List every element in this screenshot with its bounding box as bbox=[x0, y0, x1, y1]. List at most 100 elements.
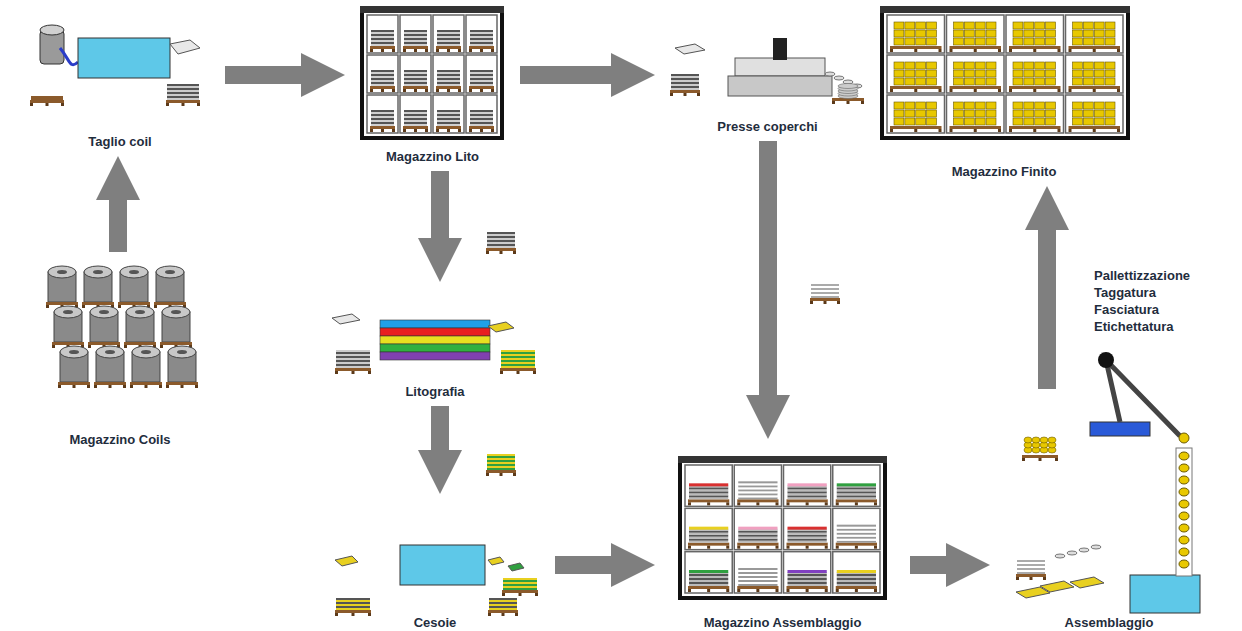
sheet-layer bbox=[437, 36, 460, 38]
pallet-foot bbox=[58, 385, 61, 388]
process-station: Magazzino Assemblaggio bbox=[661, 445, 904, 631]
pallet-foot bbox=[1030, 577, 1033, 580]
sheet-layer bbox=[738, 483, 777, 485]
coil-strip bbox=[60, 48, 78, 65]
sheet-layer bbox=[689, 576, 728, 578]
sheet-layer bbox=[788, 537, 827, 539]
held-can bbox=[1179, 433, 1189, 443]
rack-cell bbox=[947, 55, 1005, 93]
sheet-layer bbox=[31, 96, 63, 98]
pallet-foot bbox=[890, 49, 893, 52]
sheet-layer bbox=[811, 294, 839, 296]
pallet-foot bbox=[1043, 577, 1046, 580]
sheet-layer bbox=[788, 539, 827, 541]
sheet-layer bbox=[470, 30, 493, 32]
can bbox=[964, 62, 974, 69]
sheet-layer bbox=[738, 582, 777, 584]
pallet-foot bbox=[159, 385, 162, 388]
can bbox=[894, 118, 904, 125]
pallet-top bbox=[890, 46, 942, 49]
sheet-layer bbox=[487, 238, 515, 240]
sheet-layer bbox=[501, 362, 535, 364]
pallet-foot bbox=[890, 129, 893, 132]
station-label: Cesoie bbox=[321, 615, 549, 631]
sheet-layer bbox=[167, 84, 199, 86]
pallet-foot bbox=[335, 613, 338, 616]
pallet-foot bbox=[425, 129, 428, 132]
pallet-foot bbox=[737, 502, 740, 505]
station-label: Presse coperchi bbox=[661, 119, 874, 135]
pallet-foot bbox=[707, 546, 710, 549]
sheet-layer bbox=[336, 354, 370, 356]
can bbox=[986, 110, 996, 117]
can bbox=[1024, 118, 1034, 125]
sheet-layer bbox=[489, 598, 517, 600]
pallet-top bbox=[58, 382, 90, 385]
can bbox=[1046, 102, 1056, 109]
can bbox=[1094, 62, 1104, 69]
sheet-layer bbox=[689, 539, 728, 541]
can bbox=[1179, 500, 1189, 508]
can bbox=[1073, 38, 1083, 45]
sheet-layer bbox=[371, 44, 394, 46]
sheet-layer bbox=[788, 497, 827, 499]
pallet-foot bbox=[500, 251, 503, 254]
sheet-layer bbox=[1017, 568, 1045, 570]
can bbox=[1024, 22, 1034, 29]
pallet-foot bbox=[403, 49, 406, 52]
robot-arm bbox=[1106, 360, 1180, 436]
pallet-top bbox=[335, 610, 371, 613]
sheet-layer bbox=[837, 574, 876, 576]
pallet-foot bbox=[776, 589, 779, 592]
rack-cell bbox=[833, 552, 880, 593]
pallet-foot bbox=[756, 502, 759, 505]
pallet-foot bbox=[855, 546, 858, 549]
can bbox=[1013, 30, 1023, 37]
sheet-layer bbox=[738, 568, 777, 570]
pallet-foot bbox=[1039, 458, 1042, 461]
sheet-layer bbox=[788, 574, 827, 576]
sheet-layer bbox=[689, 578, 728, 580]
pallet-foot bbox=[480, 49, 483, 52]
pallet-foot bbox=[836, 589, 839, 592]
sheet-layer bbox=[371, 120, 394, 122]
can bbox=[1035, 78, 1045, 85]
pallet-foot bbox=[436, 89, 439, 92]
can bbox=[1024, 62, 1034, 69]
can bbox=[905, 78, 915, 85]
pallet-foot bbox=[1009, 89, 1012, 92]
sheet-layer bbox=[470, 72, 493, 74]
sheet-layer bbox=[788, 491, 827, 493]
can bbox=[1094, 70, 1104, 77]
pallet-foot bbox=[145, 385, 148, 388]
lid bbox=[825, 72, 835, 76]
can bbox=[1073, 118, 1083, 125]
pallet-foot bbox=[684, 93, 687, 96]
station-label: Magazzino Coils bbox=[31, 432, 209, 448]
sheet-layer bbox=[837, 584, 876, 586]
pallet-top bbox=[370, 46, 395, 49]
sheet-layer bbox=[671, 76, 699, 78]
pallet-top bbox=[890, 86, 942, 89]
can bbox=[954, 110, 964, 117]
can bbox=[1179, 536, 1189, 544]
can bbox=[905, 62, 915, 69]
can bbox=[905, 38, 915, 45]
can bbox=[954, 22, 964, 29]
sheet-layer bbox=[336, 358, 370, 360]
can bbox=[905, 70, 915, 77]
coil-face bbox=[126, 306, 154, 318]
pallet-top bbox=[403, 86, 428, 89]
sheet-layer bbox=[671, 82, 699, 84]
rack-frame bbox=[362, 8, 502, 138]
sheet-layer bbox=[336, 362, 370, 364]
sheet-layer bbox=[837, 487, 876, 489]
can bbox=[1179, 560, 1189, 568]
can bbox=[927, 38, 937, 45]
rack-cell bbox=[1006, 15, 1064, 53]
pallet-foot bbox=[368, 371, 371, 374]
press-top bbox=[735, 58, 825, 76]
sheet-layer bbox=[371, 32, 394, 34]
pallet-foot bbox=[914, 49, 917, 52]
sheet-layer bbox=[437, 82, 460, 84]
